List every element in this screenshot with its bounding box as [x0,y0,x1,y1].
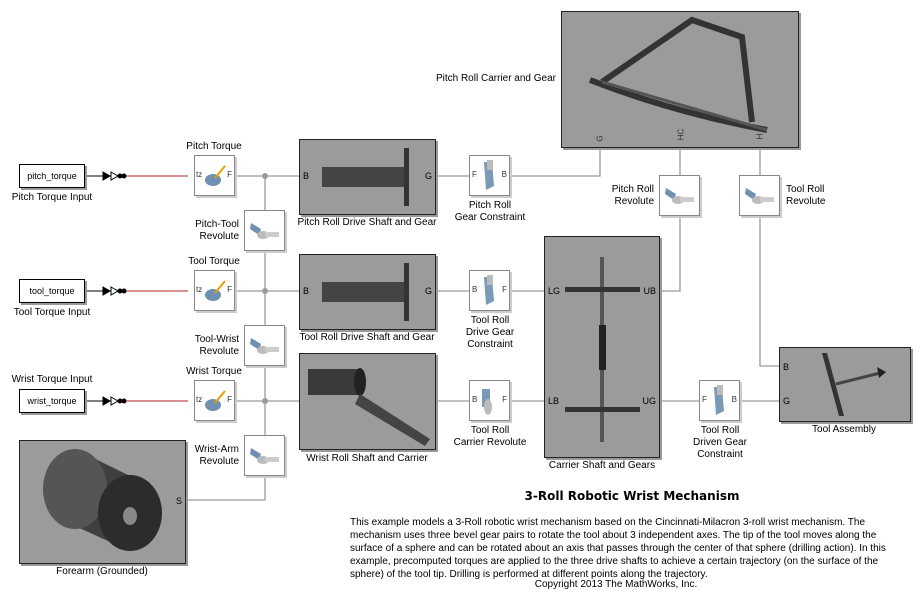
tool-assembly-label: Tool Assembly [812,424,876,435]
pitch-torque-source[interactable]: pitch_torque [19,164,85,188]
pitch-roll-drive-shaft-block[interactable]: B G [299,139,436,215]
port-label: tz [196,285,203,294]
source-value: pitch_torque [27,171,77,181]
torque-icon [205,280,226,301]
carrier-gear-label: Pitch Roll Carrier and Gear [435,73,556,84]
source-label: Pitch Torque Input [11,192,93,203]
pitch-roll-carrier-gear-block[interactable]: G HC H [561,11,799,148]
port-label: F [227,170,232,179]
torque-label: Tool Torque [188,256,240,267]
port-label: G [424,286,432,296]
shaft-label: Pitch Roll Drive Shaft and Gear [297,217,437,228]
source-value: tool_torque [29,286,75,296]
port-label: tz [196,395,203,404]
wrist-torque-source[interactable]: wrist_torque [19,389,85,413]
pitch-torque-block[interactable]: tz F [194,155,235,196]
shaft-carrier-icon [308,368,430,446]
shaft-label: Tool Roll Drive Shaft and Gear [299,332,435,343]
carrier-gear-icon [588,16,768,133]
torque-icon [205,390,226,411]
tool-torque-source[interactable]: tool_torque [19,279,85,303]
revolute-icon [250,223,279,239]
tool-wrist-revolute-block[interactable] [244,325,285,366]
revolute-icon [482,389,492,415]
diagram-title: 3-Roll Robotic Wrist Mechanism [524,489,740,503]
shaft-gear-icon [322,148,409,206]
port-label: tz [196,170,203,179]
revolute-icon [665,188,694,204]
port-label: F [227,285,232,294]
copyright: Copyright 2013 The MathWorks, Inc. [534,579,698,590]
revolute-icon [745,188,774,204]
source-value: wrist_torque [27,396,77,406]
revolute-icon [250,338,279,354]
carrier-shaft-icon [565,257,640,442]
pitch-tool-revolute-block[interactable] [244,210,285,251]
tool-roll-drive-shaft-block[interactable]: B G [299,254,436,330]
shaft-gear-icon [322,263,409,321]
port-label: B [303,286,310,296]
gear-constraint-icon [714,385,724,415]
carrier-shaft-gears-block[interactable]: LG UB LB UG [544,236,660,458]
tool-roll-revolute-block[interactable] [739,175,780,216]
forearm-label: Forearm (Grounded) [56,566,148,577]
source-label: Wrist Torque Input [11,374,93,385]
revolute-icon [250,448,279,464]
carrier-shaft-label: Carrier Shaft and Gears [548,460,656,471]
port-label: F [227,395,232,404]
port-label: B [303,171,310,181]
forearm-block[interactable]: S [19,440,186,564]
source-label: Tool Torque Input [13,307,91,318]
gear-constraint-icon [484,275,494,305]
wrist-arm-revolute-block[interactable] [244,435,285,476]
pitch-roll-revolute-block[interactable] [659,175,700,216]
torque-label: Wrist Torque [186,366,242,377]
tool-icon [822,353,886,416]
gear-constraint-icon [484,160,494,190]
forearm-cylinder-icon [43,449,162,551]
description: This example models a 3-Roll robotic wri… [350,517,886,580]
tool-assembly-block[interactable]: B G [779,347,911,422]
wrist-roll-shaft-block[interactable] [299,353,436,450]
wrist-torque-block[interactable]: tz F [194,380,235,421]
shaft-label: Wrist Roll Shaft and Carrier [306,453,428,464]
torque-icon [205,165,226,186]
torque-label: Pitch Torque [186,141,242,152]
port-label: G [424,171,432,181]
tool-torque-block[interactable]: tz F [194,270,235,311]
